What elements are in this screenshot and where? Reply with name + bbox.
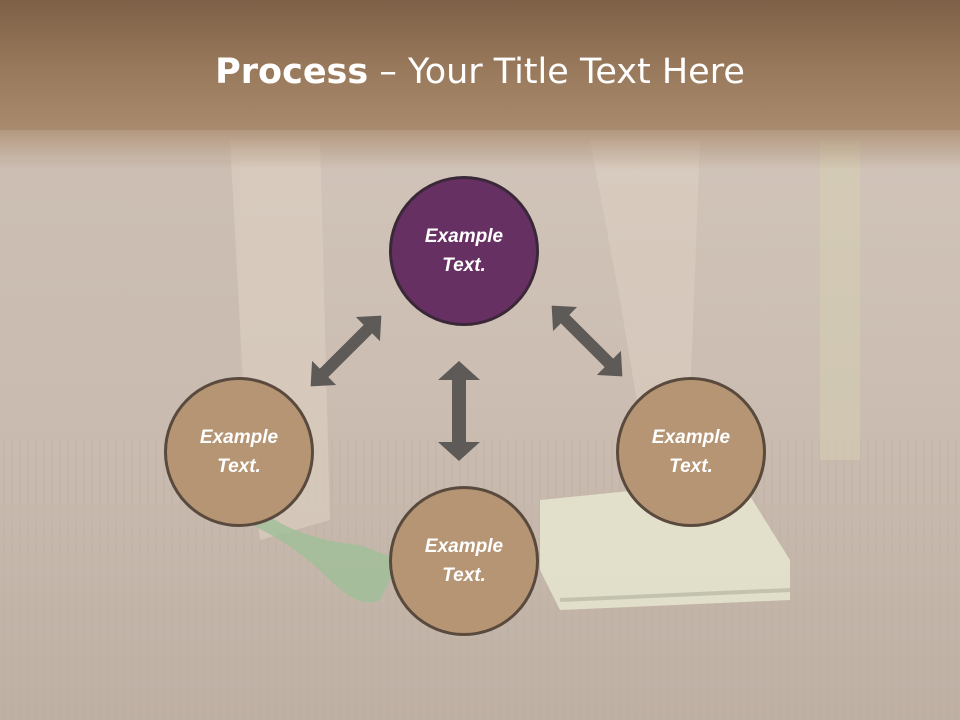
node-text-line2: Text. (442, 565, 486, 586)
node-text-line2: Text. (217, 456, 261, 477)
double-arrow-vertical (438, 361, 480, 461)
title-rest: – Your Title Text Here (368, 52, 745, 92)
double-arrow-right (551, 305, 623, 377)
node-text-line2: Text. (442, 255, 486, 276)
node-text-line1: Example (424, 226, 504, 247)
node-text-line1: Example (199, 427, 279, 448)
node-text-line1: Example (424, 536, 504, 557)
title-bold: Process (215, 52, 369, 92)
node-text-line1: Example (651, 427, 731, 448)
node-text-line2: Text. (669, 456, 713, 477)
title-bar (0, 0, 960, 130)
title-fade (0, 125, 960, 170)
double-arrow-left (310, 315, 382, 387)
slide-title[interactable]: Process – Your Title Text Here (0, 52, 960, 92)
